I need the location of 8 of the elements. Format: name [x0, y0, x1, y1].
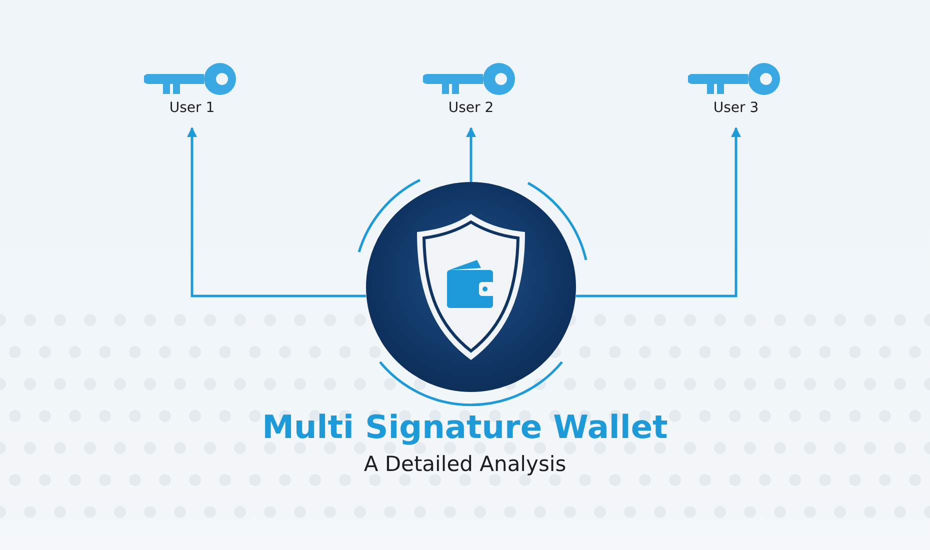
subtitle: A Detailed Analysis	[362, 452, 568, 476]
arrow	[576, 127, 741, 298]
arrow	[187, 127, 366, 298]
arrow	[466, 127, 476, 182]
title: Multi Signature Wallet	[261, 408, 669, 446]
user-label: User 1	[169, 100, 215, 116]
user-label: User 3	[713, 100, 759, 116]
user-label: User 2	[448, 100, 494, 116]
